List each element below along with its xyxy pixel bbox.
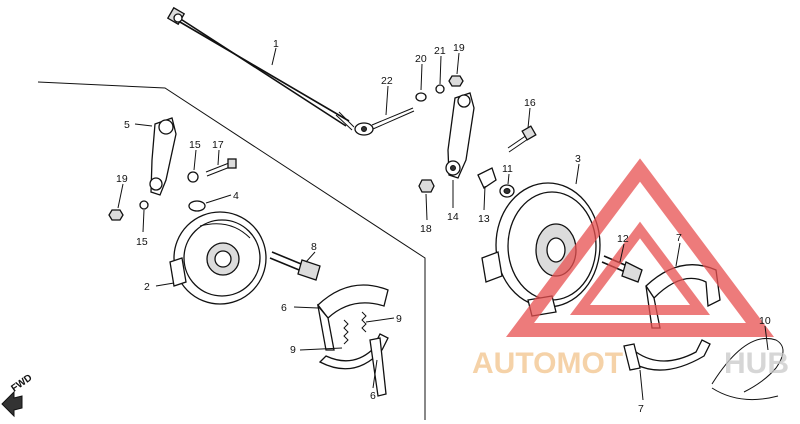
callout-17: 17 (212, 139, 224, 151)
callout-6-lower: 6 (370, 390, 376, 402)
callout-14: 14 (447, 211, 459, 223)
callout-7-lower: 7 (638, 403, 644, 415)
brake-panel-left (169, 211, 267, 305)
brake-cam-left (269, 251, 321, 281)
callout-22: 22 (381, 75, 393, 87)
fwd-label: FWD (9, 372, 34, 394)
callout-21: 21 (434, 45, 446, 57)
callout-19-right: 19 (453, 42, 465, 54)
small-hardware-upper (415, 75, 464, 102)
forward-arrow: FWD (1, 372, 34, 418)
callout-19-left: 19 (116, 173, 128, 185)
callout-16: 16 (524, 97, 536, 109)
callout-labels: 1 2 3 4 5 6 6 7 7 8 9 9 10 11 12 13 14 1… (116, 38, 771, 415)
watermark: AUTOMOT HUB (472, 158, 789, 380)
bolt-right (507, 125, 537, 153)
callout-1: 1 (273, 38, 279, 50)
callout-20: 20 (415, 53, 427, 65)
callout-3: 3 (575, 153, 581, 165)
callout-8: 8 (311, 241, 317, 253)
brake-shoes-left (316, 284, 389, 397)
frame-lines (37, 81, 426, 420)
watermark-word-b: HUB (724, 347, 789, 380)
callout-10: 10 (759, 315, 771, 327)
watermark-word-a: AUTOMOT (472, 347, 623, 380)
callout-4: 4 (233, 190, 239, 202)
leader-lines (117, 47, 769, 401)
rod-end (354, 107, 415, 136)
brake-rod (166, 6, 355, 131)
callout-15-lower: 15 (136, 236, 148, 248)
callout-5: 5 (124, 119, 130, 131)
callout-15-upper: 15 (189, 139, 201, 151)
callout-12: 12 (617, 233, 629, 245)
spring-wire (711, 338, 784, 401)
brake-arm-left (149, 117, 177, 196)
brake-panel-right (481, 182, 601, 317)
hardware-left (108, 158, 237, 221)
callout-13: 13 (478, 213, 490, 225)
callout-7-upper: 7 (676, 232, 682, 244)
callout-6-upper: 6 (281, 302, 287, 314)
callout-9-right: 9 (396, 313, 402, 325)
hardware-right-middle (418, 167, 515, 198)
callout-18: 18 (420, 223, 432, 235)
brake-arm-right (445, 92, 475, 179)
callout-9-left: 9 (290, 344, 296, 356)
callout-2: 2 (144, 281, 150, 293)
callout-11: 11 (502, 163, 513, 175)
